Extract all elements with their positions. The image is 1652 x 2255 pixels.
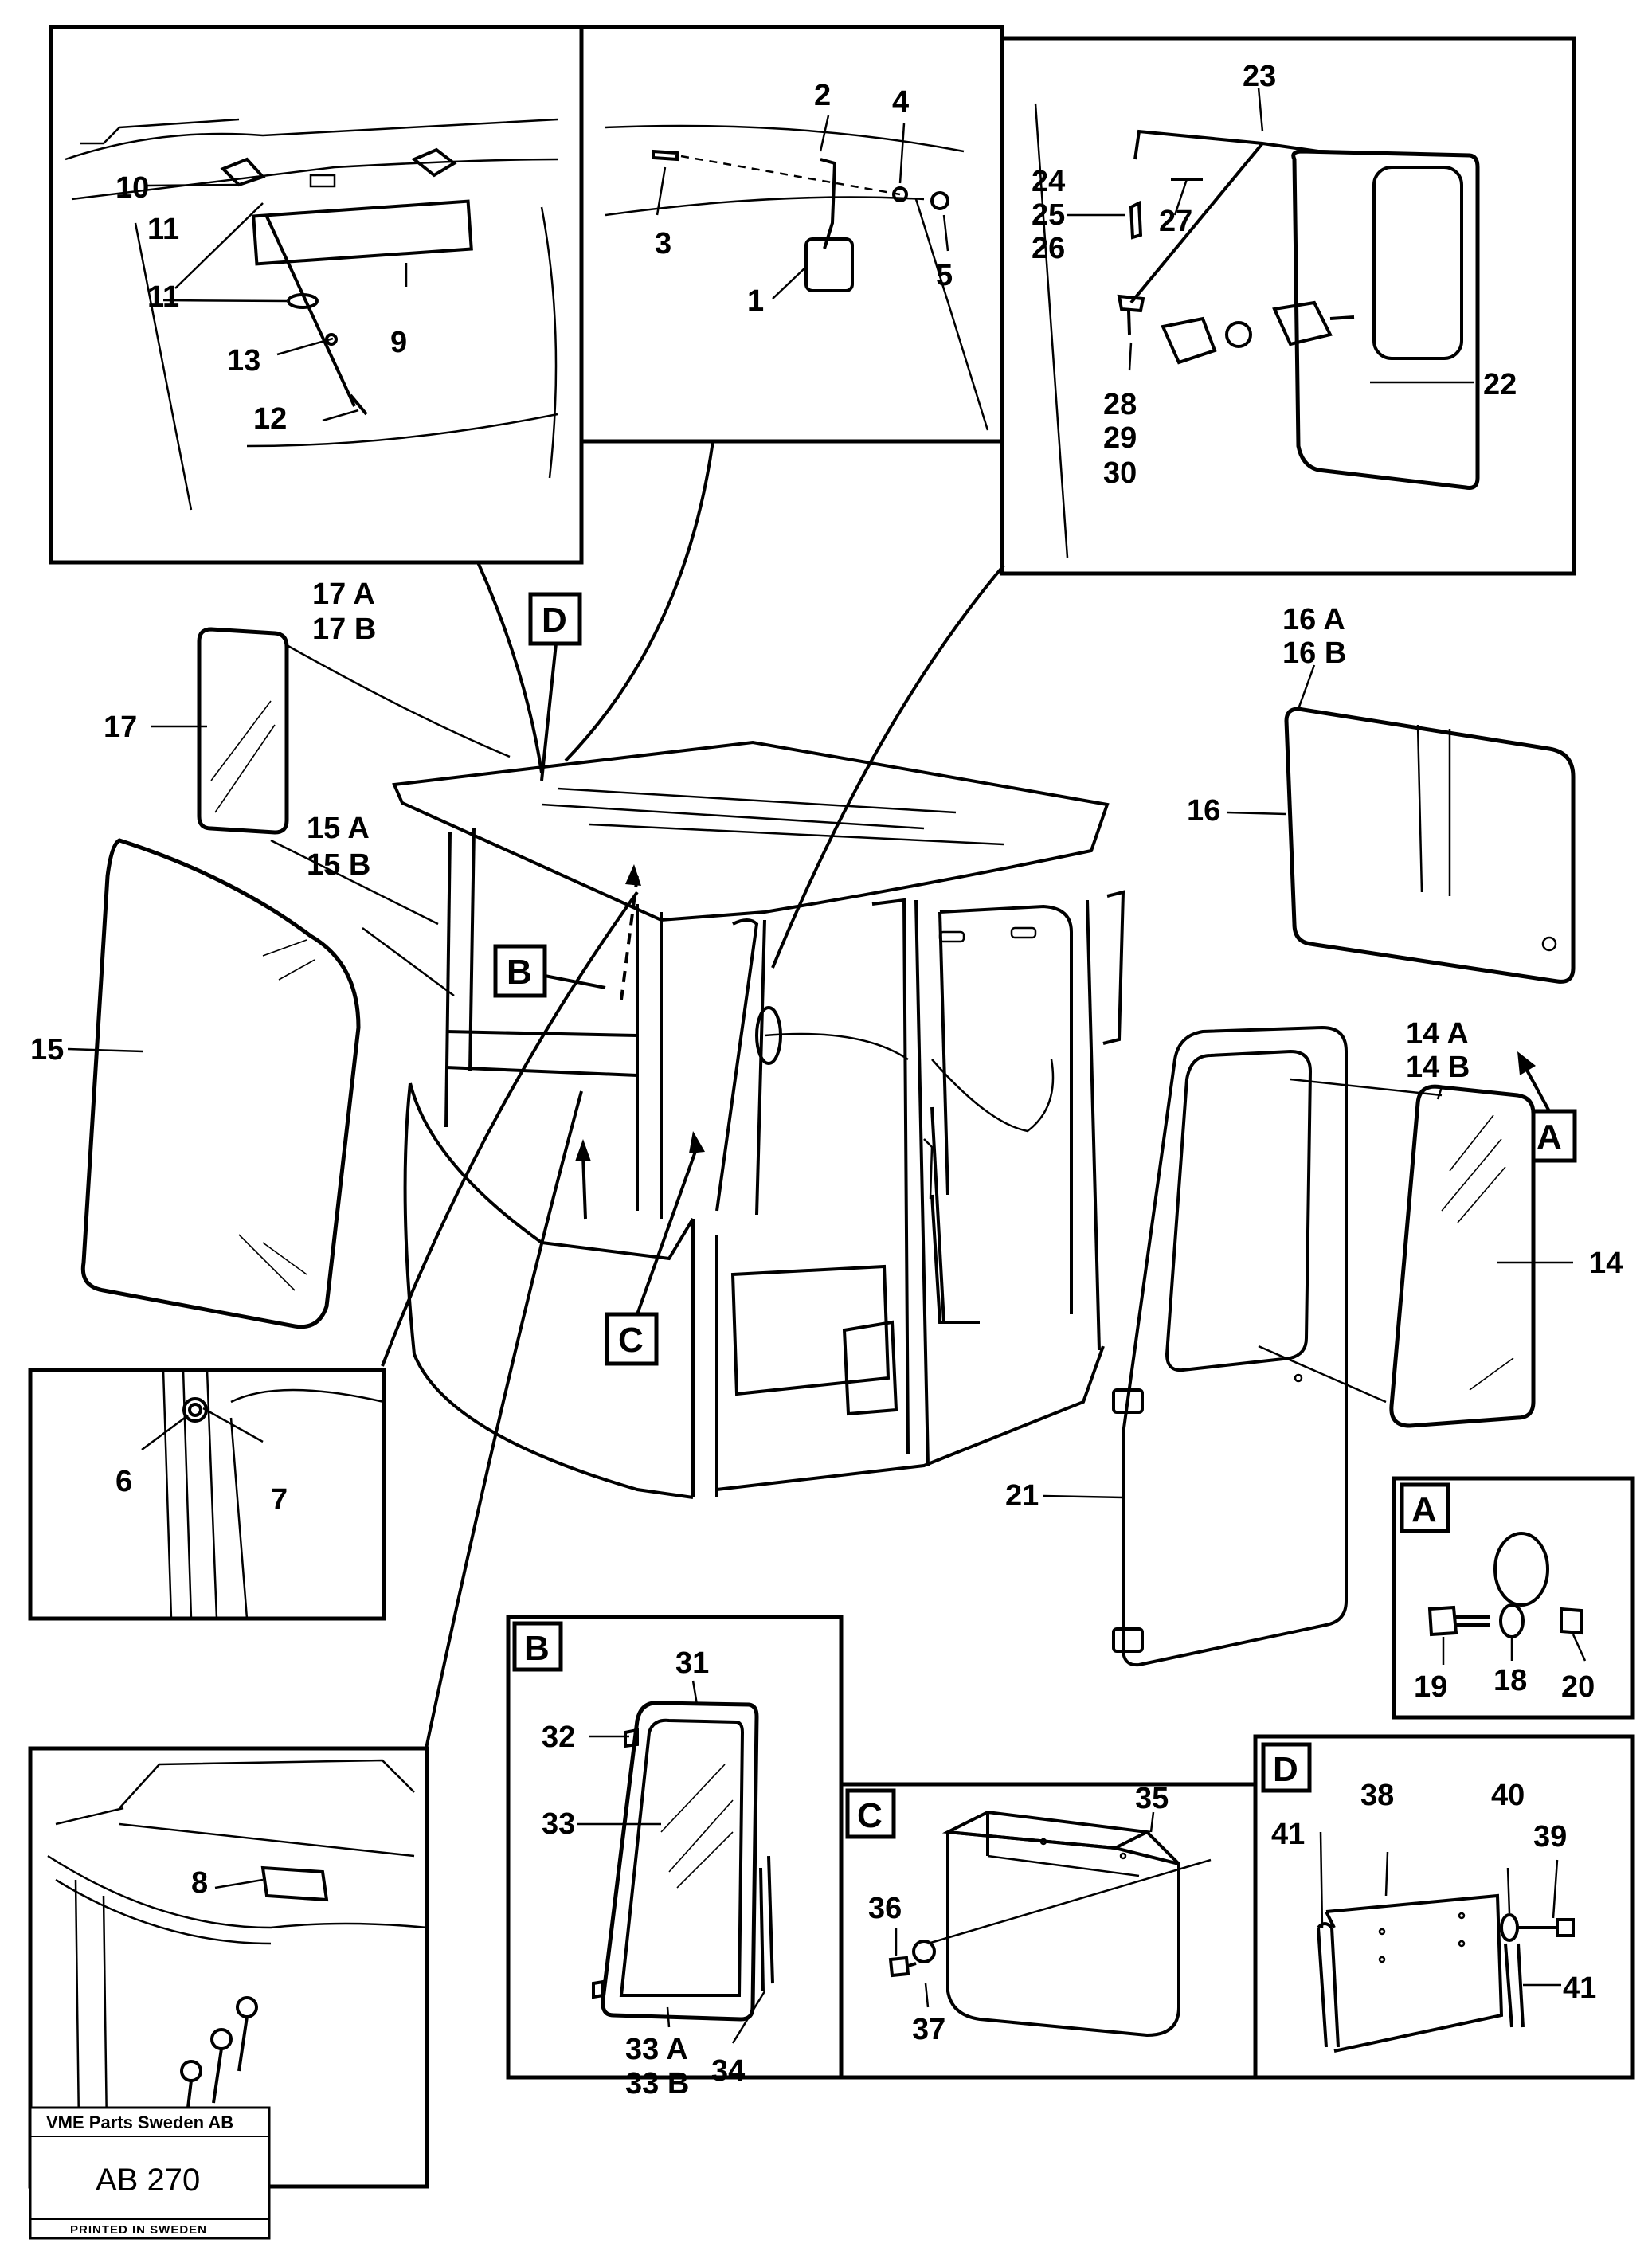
label-17a: 17 A xyxy=(312,577,375,611)
tag-c-box: C xyxy=(857,1796,883,1835)
label-12: 12 xyxy=(253,402,287,436)
inset-detail-d: D 41 38 40 39 41 xyxy=(1253,1734,1635,2080)
inset-detail-c: C 35 36 37 xyxy=(839,1782,1258,2080)
label-15b: 15 B xyxy=(307,848,370,882)
label-21: 21 xyxy=(1005,1479,1039,1513)
label-11-a: 11 xyxy=(147,280,179,314)
label-26: 26 xyxy=(1032,232,1065,265)
tag-a-main: A xyxy=(1537,1118,1562,1157)
label-17b: 17 B xyxy=(312,613,376,646)
label-4: 4 xyxy=(892,85,909,119)
label-20: 20 xyxy=(1561,1670,1595,1704)
label-38: 38 xyxy=(1360,1779,1394,1812)
label-15a: 15 A xyxy=(307,812,370,845)
label-33b: 33 B xyxy=(625,2067,689,2100)
label-14: 14 xyxy=(1589,1247,1623,1280)
label-41-a: 41 xyxy=(1271,1818,1305,1851)
label-19: 19 xyxy=(1414,1670,1447,1704)
glass-pane-14: 14 A 14 B 14 xyxy=(1258,1017,1623,1428)
label-1: 1 xyxy=(747,284,764,318)
label-27: 27 xyxy=(1159,205,1192,238)
glass-pane-15: 15 A 15 B 15 xyxy=(30,812,455,1329)
tag-a-box: A xyxy=(1411,1490,1437,1529)
inset-exterior-mirror: 23 24 25 26 27 28 29 30 22 xyxy=(1000,36,1576,576)
label-39: 39 xyxy=(1533,1820,1567,1854)
inset-interior-mirror: 2 4 3 5 1 xyxy=(579,25,1004,444)
label-36: 36 xyxy=(868,1892,902,1925)
label-16b: 16 B xyxy=(1282,636,1346,670)
label-31: 31 xyxy=(675,1646,709,1680)
label-32: 32 xyxy=(542,1721,575,1754)
tag-d-main: D xyxy=(542,601,567,640)
label-16a: 16 A xyxy=(1282,603,1345,636)
label-25: 25 xyxy=(1032,198,1065,232)
tag-b-main: B xyxy=(507,953,532,992)
label-28: 28 xyxy=(1103,388,1137,421)
stamp-printed: PRINTED IN SWEDEN xyxy=(70,2223,207,2237)
label-2: 2 xyxy=(814,79,831,112)
label-11-b: 11 xyxy=(147,213,179,246)
label-16: 16 xyxy=(1187,794,1220,828)
label-34: 34 xyxy=(711,2054,745,2088)
stamp-company: VME Parts Sweden AB xyxy=(46,2112,233,2132)
inset-detail-6-7: 6 7 xyxy=(28,1368,386,1621)
label-8: 8 xyxy=(191,1866,208,1900)
inset-connectors xyxy=(381,440,1005,1749)
label-37: 37 xyxy=(912,2013,945,2046)
label-14b: 14 B xyxy=(1406,1051,1470,1084)
label-30: 30 xyxy=(1103,456,1137,490)
label-7: 7 xyxy=(271,1483,288,1517)
label-9: 9 xyxy=(390,326,407,359)
label-24: 24 xyxy=(1032,165,1065,198)
main-view-tags: D B C A xyxy=(493,592,1577,1366)
label-22: 22 xyxy=(1483,368,1517,401)
label-40: 40 xyxy=(1491,1779,1525,1812)
label-18: 18 xyxy=(1493,1664,1527,1697)
inset-detail-b: B 31 32 33 33 A 33 B 34 xyxy=(506,1615,844,2100)
tag-d-box: D xyxy=(1273,1750,1298,1789)
label-33a: 33 A xyxy=(625,2033,688,2066)
tag-c-main: C xyxy=(618,1321,644,1360)
stamp-code: AB 270 xyxy=(96,2163,200,2198)
label-29: 29 xyxy=(1103,421,1137,455)
label-6: 6 xyxy=(115,1465,132,1498)
door-21: 21 xyxy=(1005,1025,1348,1667)
label-17: 17 xyxy=(104,711,137,744)
label-5: 5 xyxy=(936,259,953,292)
label-13: 13 xyxy=(227,344,260,378)
glass-pane-17: 17 A 17 B 17 xyxy=(104,577,511,926)
label-35: 35 xyxy=(1135,1782,1169,1815)
label-15: 15 xyxy=(30,1033,64,1067)
label-41-b: 41 xyxy=(1563,1971,1596,2005)
label-33: 33 xyxy=(542,1807,575,1841)
glass-pane-16: 16 A 16 B 16 xyxy=(1187,603,1576,984)
label-3: 3 xyxy=(655,227,671,260)
label-23: 23 xyxy=(1243,60,1276,93)
inset-detail-a: A 19 18 20 xyxy=(1392,1476,1635,1720)
label-14a: 14 A xyxy=(1406,1017,1469,1051)
inset-sun-visor: 10 11 9 13 12 xyxy=(49,25,584,565)
tag-b-box: B xyxy=(524,1629,550,1668)
cab-body xyxy=(392,740,1125,1499)
publisher-stamp: VME Parts Sweden AB AB 270 PRINTED IN SW… xyxy=(29,2106,271,2240)
label-10: 10 xyxy=(115,171,149,205)
